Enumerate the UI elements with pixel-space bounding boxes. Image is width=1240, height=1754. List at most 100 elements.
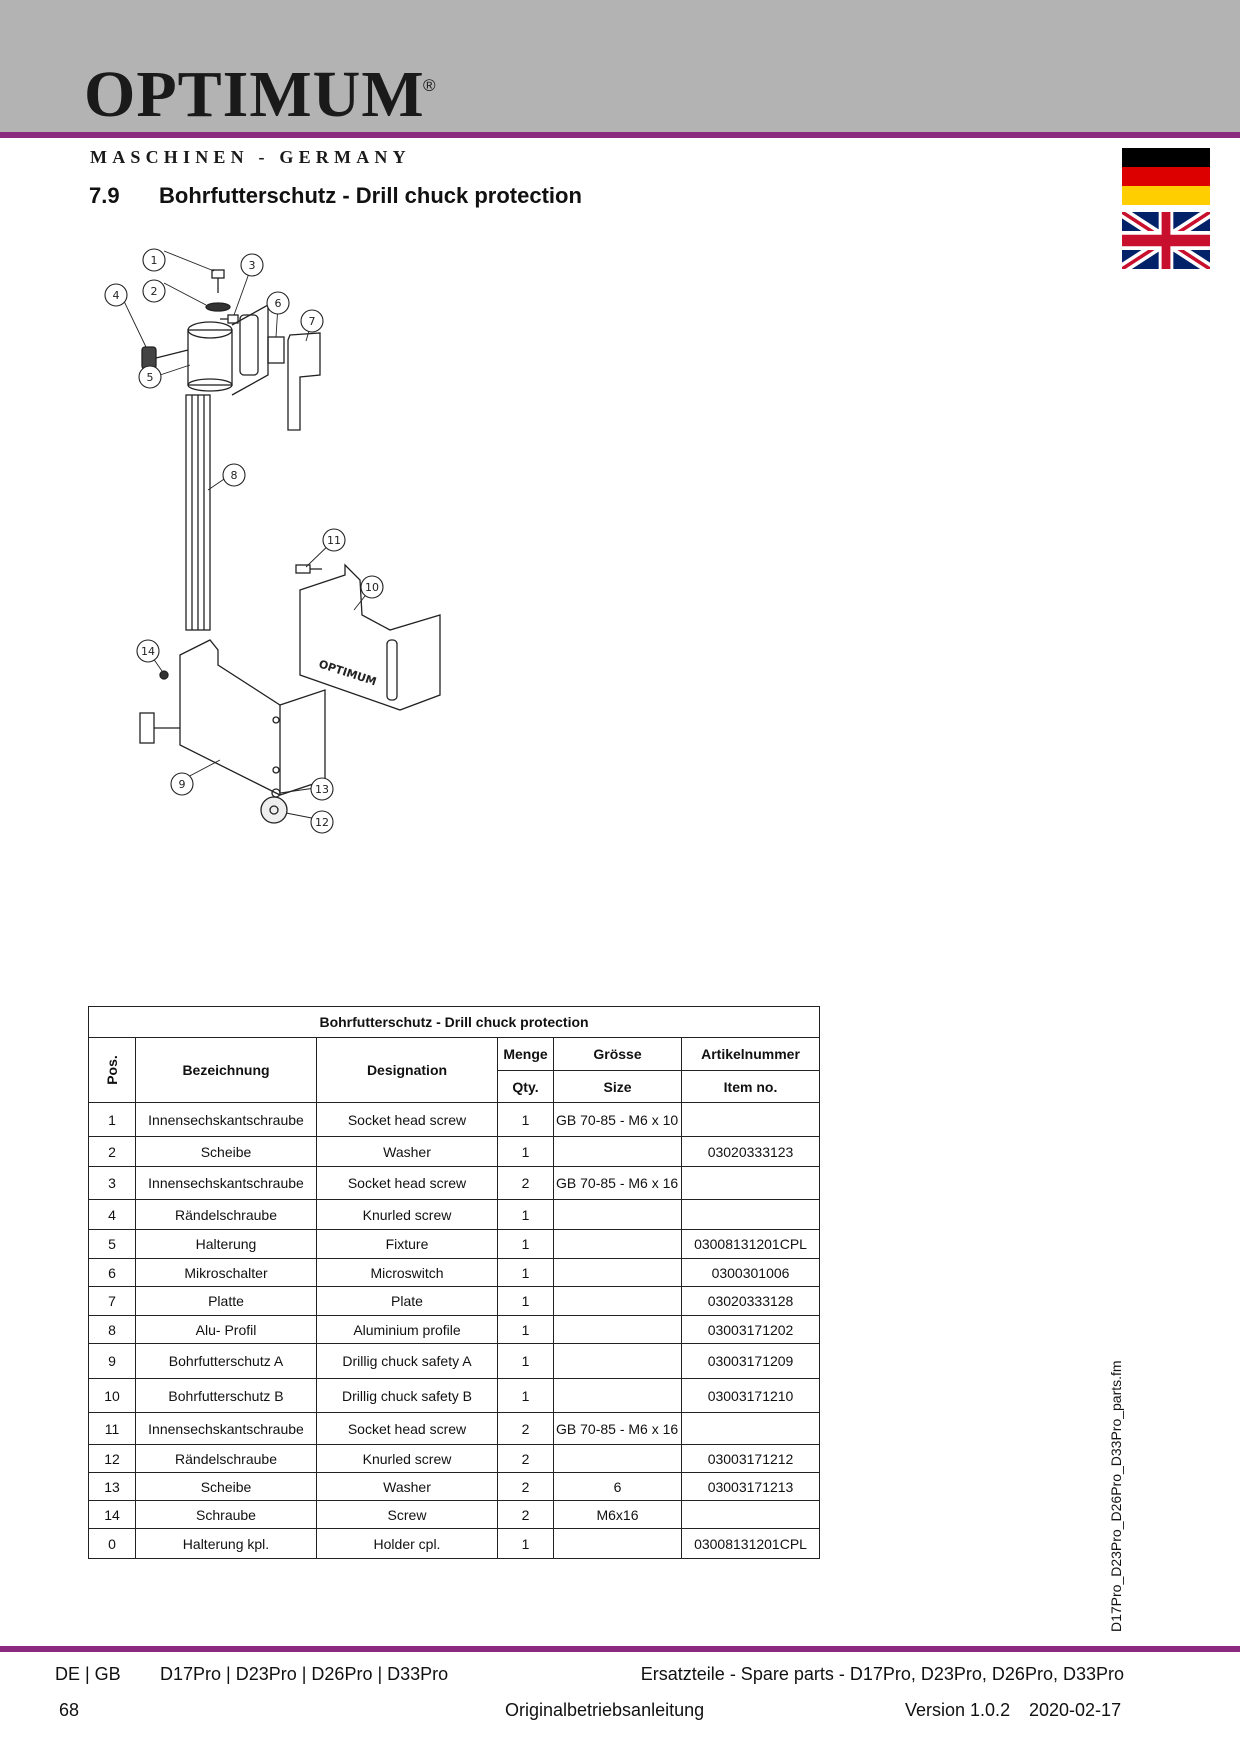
callout-circle [360,575,384,599]
cell-pos: 9 [88,1343,136,1379]
header-item: Item no. [680,1070,821,1103]
callout-label: 7 [309,315,316,328]
cell-item: 03003171213 [680,1472,821,1501]
microswitch-part [267,336,285,364]
knurled-screw-part [141,346,189,370]
cell-pos: 14 [88,1500,136,1529]
cell-designation: Knurled screw [316,1199,498,1230]
callout-label: 8 [231,469,238,482]
cell-designation: Aluminium profile [316,1315,498,1344]
callout-label: 10 [365,581,379,594]
cell-designation: Holder cpl. [316,1528,498,1559]
cell-bezeichnung: Schraube [135,1500,317,1529]
callout-circle [170,772,194,796]
header-band [0,0,1240,132]
cell-size [553,1378,682,1413]
cell-bezeichnung: Bohrfutterschutz B [135,1378,317,1413]
header-size: Size [553,1070,682,1103]
callout-circle [300,309,324,333]
cell-bezeichnung: Innensechskantschraube [135,1412,317,1445]
plate-part [287,332,321,431]
cell-size [553,1444,682,1473]
cell-bezeichnung: Mikroschalter [135,1258,317,1287]
callout-circle [310,777,334,801]
cell-size: M6x16 [553,1500,682,1529]
cell-qty: 1 [497,1286,554,1316]
cell-pos: 0 [88,1528,136,1559]
cell-pos: 13 [88,1472,136,1501]
section-number: 7.9 [89,183,120,208]
cell-size: GB 70-85 - M6 x 16 [553,1412,682,1445]
footer-manual-type: Originalbetriebsanleitung [505,1700,705,1720]
footer-date: 2020-02-17 [1029,1700,1122,1720]
cell-size: GB 70-85 - M6 x 16 [553,1166,682,1200]
cell-pos: 12 [88,1444,136,1473]
cell-bezeichnung: Scheibe [135,1472,317,1501]
callout-label: 4 [113,289,120,302]
callout-label: 6 [275,297,282,310]
header-artikel: Artikelnummer [680,1037,821,1071]
cell-bezeichnung: Rändelschraube [135,1444,317,1473]
cell-item: 03020333128 [680,1286,821,1316]
cell-pos: 7 [88,1286,136,1316]
callout-label: 12 [315,816,329,829]
cell-designation: Fixture [316,1229,498,1259]
callout-label: 2 [151,285,158,298]
callout-label: 1 [151,254,158,267]
cell-pos: 6 [88,1258,136,1287]
uk-flag-icon [1122,212,1210,269]
star-knob-part [260,796,288,824]
cell-qty: 1 [497,1136,554,1167]
callout-circle [222,463,246,487]
cell-qty: 1 [497,1528,554,1559]
callout-circle [104,283,128,307]
cell-pos: 8 [88,1315,136,1344]
cell-item: 03008131201CPL [680,1528,821,1559]
cell-pos: 5 [88,1229,136,1259]
brand-logo: OPTIMUM [84,58,425,131]
side-filename: D17Pro_D23Pro_D26Pro_D33Pro_parts.fm [1108,1360,1124,1632]
cell-designation: Washer [316,1472,498,1501]
section-title: Bohrfutterschutz - Drill chuck protectio… [159,183,582,208]
cell-size [553,1343,682,1379]
cell-qty: 1 [497,1199,554,1230]
callout-circle [240,253,264,277]
cell-pos: 2 [88,1136,136,1167]
cell-item: 03008131201CPL [680,1229,821,1259]
header-rule [0,132,1240,138]
small-screw-part [159,670,169,680]
cell-qty: 2 [497,1472,554,1501]
cell-item [680,1166,821,1200]
guard-knob-part [139,712,180,744]
header-qty: Qty. [497,1070,554,1103]
footer-page-number: 68 [59,1700,80,1720]
cell-item: 03020333123 [680,1136,821,1167]
footer-version: Version 1.0.2 [905,1700,1011,1720]
cell-item: 03003171210 [680,1378,821,1413]
guard-screw-part [295,564,322,574]
cell-qty: 1 [497,1102,554,1137]
callout-label: 13 [315,783,329,796]
footer-rule [0,1646,1240,1652]
cell-designation: Socket head screw [316,1412,498,1445]
cell-size [553,1199,682,1230]
cell-bezeichnung: Platte [135,1286,317,1316]
footer-spare-parts: Ersatzteile - Spare parts - D17Pro, D23P… [640,1664,1124,1684]
chuck-guard-a-part [179,639,326,796]
cell-bezeichnung: Halterung kpl. [135,1528,317,1559]
header-pos: Pos. [88,1037,136,1103]
cell-bezeichnung: Bohrfutterschutz A [135,1343,317,1379]
table-title: Bohrfutterschutz - Drill chuck protectio… [87,1006,821,1038]
callout-circle [136,639,160,663]
cell-item [680,1199,821,1230]
registered-mark: ® [423,76,436,95]
